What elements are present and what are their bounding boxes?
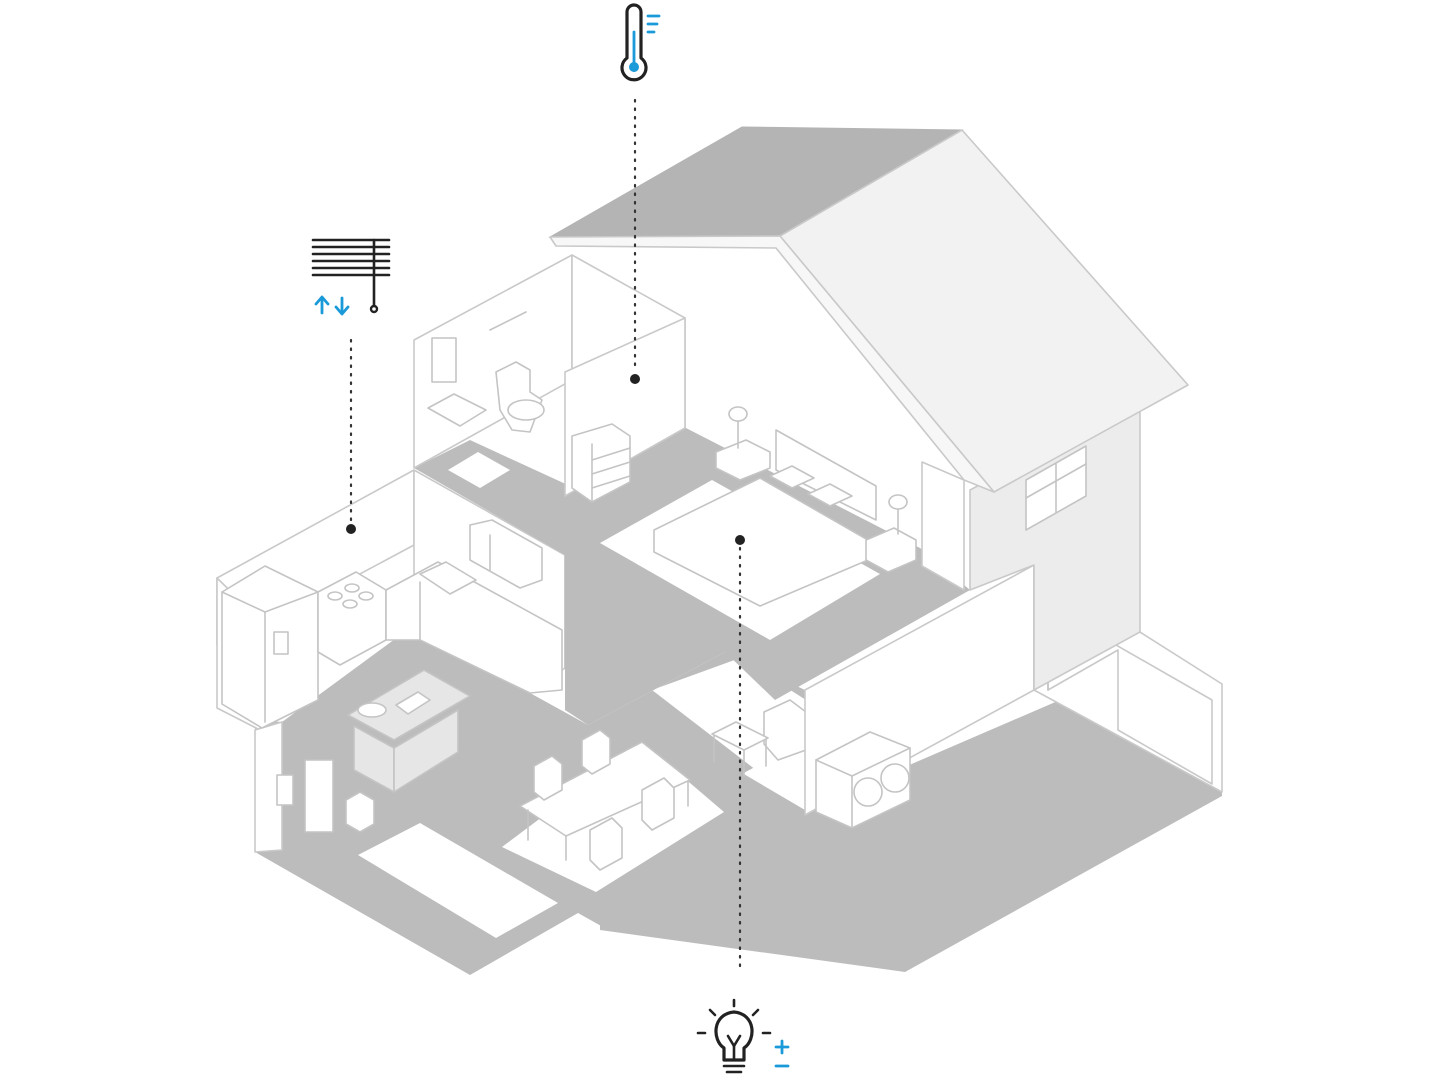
bedroom-door xyxy=(921,461,965,591)
water-tank xyxy=(304,759,334,833)
fridge-dispenser xyxy=(273,631,289,655)
dining-room xyxy=(519,729,691,871)
temperature-anchor-dot xyxy=(630,374,640,384)
washer-dryer xyxy=(815,731,911,829)
drawer-2 xyxy=(591,461,631,475)
roof-and-exterior xyxy=(548,126,1189,691)
fridge-top-edge xyxy=(221,591,266,613)
armchair xyxy=(763,699,807,761)
headboard xyxy=(775,429,877,521)
bowl xyxy=(357,702,387,718)
toilet-bowl xyxy=(507,399,545,421)
burner-1 xyxy=(327,591,343,601)
dining-chair-1 xyxy=(533,755,563,801)
nightstand-left xyxy=(715,439,771,481)
window-transom xyxy=(1025,463,1087,499)
pillow-2 xyxy=(807,483,853,507)
light-bulb-icon xyxy=(696,998,772,1074)
fridge-top-edge-2 xyxy=(264,591,319,613)
up-down-arrows-icon xyxy=(314,295,350,316)
window-blinds-icon xyxy=(311,238,391,314)
stove xyxy=(317,571,387,666)
dryer-door xyxy=(880,763,910,793)
upper-floor xyxy=(413,254,970,725)
floor-garage xyxy=(600,700,1222,972)
nightstand-right xyxy=(865,527,917,573)
water-heater-unit xyxy=(276,774,294,806)
lamp-right-shade xyxy=(888,494,908,510)
small-cabinet xyxy=(345,791,375,833)
kitchen-sink xyxy=(419,561,477,595)
drawer-3 xyxy=(591,475,631,489)
bathroom-mirror xyxy=(431,337,457,383)
kitchen xyxy=(216,469,566,853)
thermometer-icon xyxy=(620,3,661,82)
wall-shelf xyxy=(469,519,543,589)
kitchen-island-side xyxy=(393,709,459,793)
drawer-1 xyxy=(591,447,631,461)
washer-top-edge-2 xyxy=(851,747,911,777)
callout-lighting xyxy=(696,535,790,1074)
callout-blinds xyxy=(311,238,391,534)
lower-left-wall xyxy=(254,721,283,853)
washer-top-edge xyxy=(815,759,853,777)
dining-chair-2 xyxy=(581,729,611,775)
lighting-anchor-dot xyxy=(735,535,745,545)
brightness-plus-minus-icon xyxy=(774,1039,790,1068)
callout-temperature xyxy=(620,3,661,384)
fridge xyxy=(221,565,319,729)
pillow-1 xyxy=(769,465,815,489)
bath-mat xyxy=(448,452,510,488)
burner-3 xyxy=(342,599,358,609)
towel-bar xyxy=(489,311,527,331)
dining-chair-3 xyxy=(589,817,623,871)
burner-4 xyxy=(358,591,374,601)
rug-entry xyxy=(358,823,558,938)
burner-2 xyxy=(344,583,360,593)
bathroom-sink xyxy=(427,393,487,427)
washer-door xyxy=(853,777,883,807)
dining-chair-4 xyxy=(641,777,675,831)
laptop xyxy=(395,691,431,715)
blinds-anchor-dot xyxy=(346,524,356,534)
dresser xyxy=(571,423,631,503)
roof-underside xyxy=(549,235,995,493)
lamp-left-shade xyxy=(728,406,748,422)
